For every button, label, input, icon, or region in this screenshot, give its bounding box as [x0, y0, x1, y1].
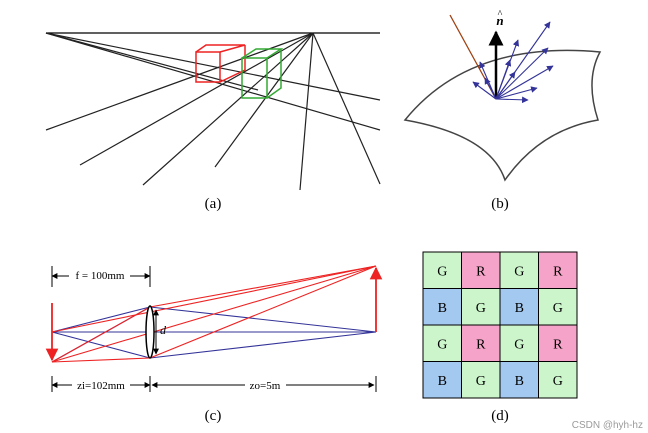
bayer-cell — [538, 324, 578, 362]
lens — [145, 305, 155, 359]
panel-b: ^ n (b) — [403, 9, 602, 212]
bayer-cell — [422, 251, 462, 289]
bayer-cell — [538, 251, 578, 289]
object-distance-label: zo=5m — [250, 380, 281, 392]
bayer-cell — [499, 251, 539, 289]
bayer-cell-label: R — [553, 337, 563, 352]
panel-c: f = 100mm zi=102mm zo=5m d (c) — [45, 265, 383, 424]
bayer-cell-label: R — [476, 337, 486, 352]
bayer-cell — [422, 288, 462, 326]
caption-a: (a) — [205, 196, 222, 212]
bayer-cell — [499, 361, 539, 399]
bayer-cell — [538, 288, 578, 326]
bayer-cell-label: R — [553, 264, 563, 279]
caption-b: (b) — [491, 196, 509, 212]
watermark: CSDN @hyh-hz — [572, 420, 643, 431]
bayer-cell-label: G — [437, 337, 447, 352]
curved-surface — [403, 49, 602, 182]
red-cube — [195, 44, 246, 83]
focal-length-label: f = 100mm — [76, 270, 125, 282]
panel-a: (a) — [45, 32, 381, 212]
bayer-cell-label: G — [476, 374, 486, 389]
perspective-lines — [45, 32, 381, 191]
bayer-cell-label: B — [438, 301, 447, 316]
normal-label: n — [496, 13, 503, 28]
bayer-cell — [538, 361, 578, 399]
bayer-cell-label: G — [437, 264, 447, 279]
bayer-cell-label: R — [476, 264, 486, 279]
bayer-cell — [461, 361, 501, 399]
caption-c: (c) — [205, 408, 222, 424]
bayer-grid: G R G R B G B G G R G R B G B G — [422, 251, 578, 399]
panel-d: G R G R B G B G G R G R B G B G (d) — [422, 251, 578, 424]
reflected-rays — [472, 21, 554, 104]
aperture-label: d — [160, 323, 167, 337]
bayer-cell-label: G — [514, 264, 524, 279]
red-rays — [51, 265, 377, 363]
bayer-cell-label: G — [553, 374, 563, 389]
image-distance-label: zi=102mm — [77, 380, 125, 392]
bayer-cell-label: G — [476, 301, 486, 316]
bayer-cell-label: B — [515, 374, 524, 389]
bayer-cell-label: B — [438, 374, 447, 389]
bayer-cell-label: G — [514, 337, 524, 352]
normal-hat: ^ — [498, 9, 503, 20]
caption-d: (d) — [491, 408, 509, 424]
green-cube — [241, 48, 284, 99]
bayer-cell-label: B — [515, 301, 524, 316]
bayer-cell — [422, 324, 462, 362]
dimension-lines — [51, 266, 377, 392]
bayer-cell-label: G — [553, 301, 563, 316]
